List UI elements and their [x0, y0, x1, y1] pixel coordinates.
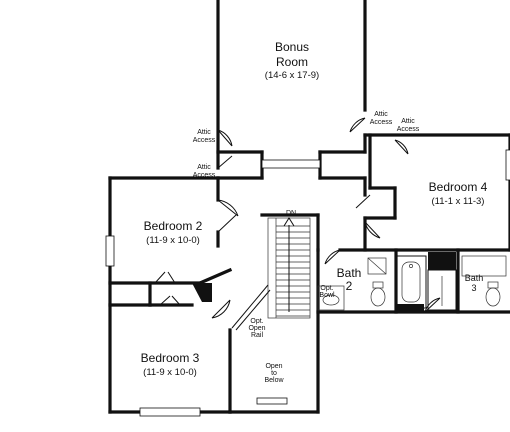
shower-wall-bath3	[428, 252, 456, 270]
vanity-bath3	[461, 255, 507, 277]
bonus-room-dims: (14-6 x 17-9)	[265, 70, 319, 81]
open-to-below-line1: Open	[265, 363, 282, 370]
attic-door-right-bedroom4	[394, 139, 409, 155]
attic-access-2-line2: Access	[193, 172, 216, 179]
closet-bifold-bedroom3	[159, 295, 181, 306]
toilet-bowl-bath2	[370, 287, 386, 307]
attic-door-left-top	[217, 129, 233, 147]
toilet-tank-bath3	[487, 281, 499, 289]
attic-access-3-line2: Access	[370, 119, 393, 126]
attic-access-2-line1: Attic	[197, 164, 211, 171]
stairs	[231, 217, 311, 331]
window-stair	[256, 397, 288, 405]
door-bedroom2	[217, 199, 239, 217]
column-block	[192, 283, 212, 302]
opt-open-rail-line2: Open	[248, 325, 265, 332]
attic-access-4-line1: Attic	[401, 118, 415, 125]
door-bedroom3	[211, 299, 231, 319]
bath2-name-line1: Bath	[337, 266, 362, 280]
bath3-name-line1: Bath	[465, 273, 484, 283]
fixtures	[192, 252, 507, 312]
bedroom2-name: Bedroom 2	[144, 219, 203, 233]
door-bedroom2-leaf	[217, 214, 237, 233]
attic-door-left-bottom	[217, 155, 233, 169]
bath3-name-line2: 3	[471, 283, 476, 293]
opt-open-rail-line1: Opt.	[250, 318, 263, 325]
labels: Bonus Room (14-6 x 17-9) Bedroom 2 (11-9…	[141, 40, 488, 384]
attic-door-right-top	[349, 117, 366, 133]
linen-closet	[367, 257, 387, 275]
door-bedroom4	[364, 221, 381, 239]
attic-access-1-line2: Access	[193, 137, 216, 144]
doors	[154, 117, 441, 319]
bedroom2-dims: (11-9 x 10-0)	[146, 235, 200, 246]
windows	[105, 149, 510, 417]
open-to-below-line3: Below	[264, 377, 284, 384]
opt-open-rail-line3: Rail	[251, 332, 264, 339]
window-bedroom2	[105, 235, 115, 267]
vanity-bath2	[317, 285, 345, 311]
bedroom3-dims: (11-9 x 10-0)	[143, 367, 197, 378]
door-closet4	[355, 194, 371, 209]
opt-bowl-line1: Opt.	[320, 285, 333, 292]
attic-access-4-line2: Access	[397, 126, 420, 133]
closet-bifold-bedroom2	[154, 271, 176, 284]
bathtub-bath2	[395, 255, 427, 309]
window-bedroom4	[505, 149, 510, 181]
door-bath2	[324, 249, 341, 265]
bedroom4-dims: (11-1 x 11-3)	[432, 196, 485, 207]
toilet-bowl-bath3	[485, 287, 501, 307]
bonus-room-opening	[261, 159, 321, 169]
opt-bowl-line2: Bowl	[319, 292, 335, 299]
stair-dn-label: DN	[286, 210, 296, 217]
window-bedroom3	[139, 407, 201, 417]
toilet-tank-bath2	[372, 281, 384, 289]
bath2-name-line2: 2	[346, 279, 353, 293]
attic-access-3-line1: Attic	[374, 111, 388, 118]
bonus-room-name-line2: Room	[276, 55, 308, 69]
attic-access-1-line1: Attic	[197, 129, 211, 136]
bonus-room-name-line1: Bonus	[275, 40, 309, 54]
tub-base-bath2	[396, 304, 424, 312]
bedroom3-name: Bedroom 3	[141, 351, 200, 365]
sink-bowl-bath2	[322, 294, 340, 306]
open-to-below-line2: to	[271, 370, 277, 377]
bedroom4-name: Bedroom 4	[429, 180, 488, 194]
